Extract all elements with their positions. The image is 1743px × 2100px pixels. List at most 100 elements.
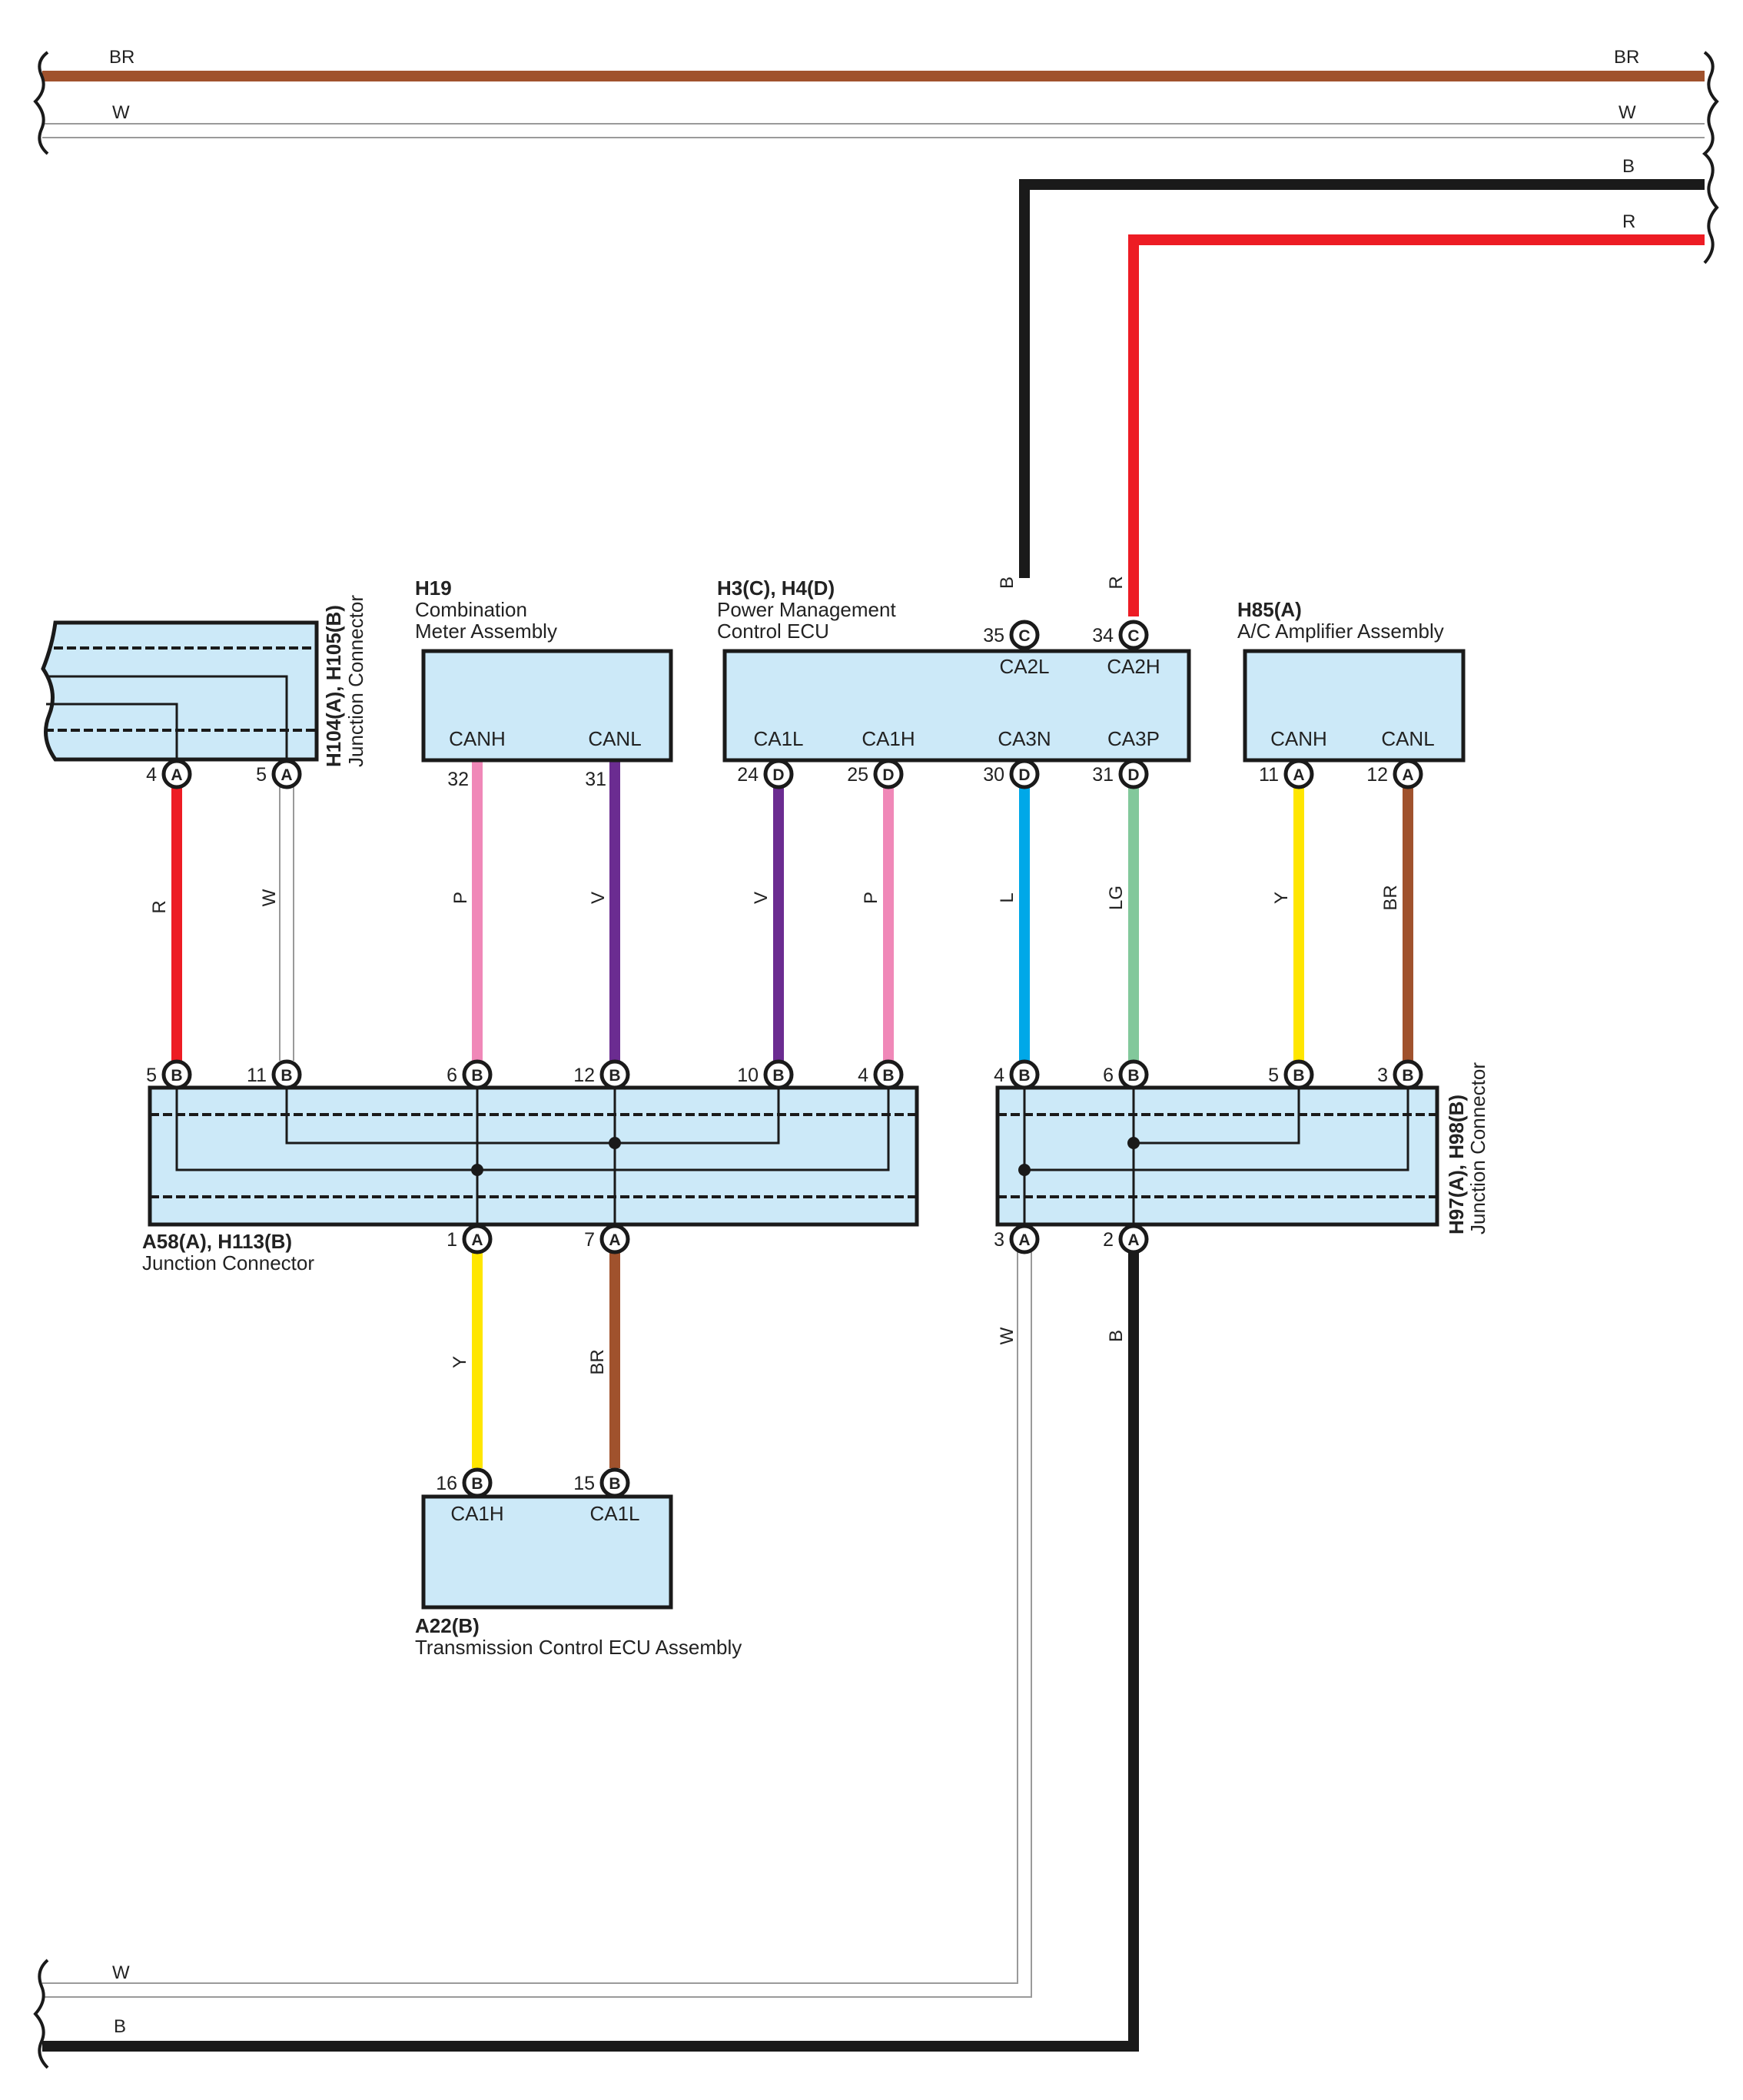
svg-text:31: 31	[1092, 764, 1114, 786]
component-h85: H85(A) A/C Amplifier Assembly CANH CANL	[1237, 598, 1466, 763]
svg-text:7: 7	[584, 1229, 595, 1251]
wire-label: B	[997, 577, 1018, 589]
svg-text:5: 5	[1268, 1065, 1279, 1086]
pin-marker: D24	[737, 759, 794, 789]
svg-text:11: 11	[247, 1065, 267, 1086]
pin-marker: C35	[983, 620, 1040, 650]
pin-marker: B5	[146, 1059, 192, 1090]
wire-label: Y	[450, 1356, 470, 1368]
svg-text:A: A	[1018, 1231, 1030, 1249]
h85-code: H85(A)	[1237, 598, 1302, 621]
h85-term-canh: CANH	[1270, 727, 1327, 750]
wire-label: B	[1106, 1330, 1127, 1342]
pin-marker: B3	[1377, 1059, 1423, 1090]
svg-text:B: B	[1293, 1067, 1304, 1085]
svg-text:A: A	[171, 766, 182, 784]
svg-text:5: 5	[146, 1065, 157, 1086]
svg-text:4: 4	[858, 1065, 868, 1086]
svg-text:B: B	[609, 1475, 620, 1493]
pin-marker: A3	[994, 1224, 1040, 1254]
wire-label: W	[997, 1327, 1018, 1344]
a58-internal-lower	[175, 1076, 890, 1171]
a58-name: Junction Connector	[142, 1251, 314, 1274]
svg-text:4: 4	[994, 1065, 1004, 1086]
svg-text:B: B	[281, 1067, 292, 1085]
svg-text:16: 16	[436, 1473, 457, 1494]
svg-text:B: B	[471, 1475, 483, 1493]
wire-label: BR	[587, 1349, 608, 1374]
wire-label: R	[1106, 576, 1127, 589]
svg-text:12: 12	[1366, 764, 1388, 786]
a58-box	[148, 1085, 919, 1227]
pin-marker: A4	[146, 759, 192, 789]
wire-label: Y	[1271, 892, 1292, 904]
h85-name: A/C Amplifier Assembly	[1237, 620, 1444, 643]
a58-splice-dot-1	[609, 1137, 621, 1149]
pins: A4 A5 32 31 D24 D25 D30 D31 C35 C34 A11 …	[146, 620, 1423, 1498]
bus-label-b-top: B	[1622, 156, 1635, 177]
h104-name: Junction Connector	[344, 595, 367, 767]
break-mark-top-right	[1702, 51, 1719, 264]
svg-text:4: 4	[146, 764, 157, 786]
h97-name: Junction Connector	[1466, 1062, 1489, 1234]
bus-b-top	[1019, 179, 1705, 578]
pin-marker: D30	[983, 759, 1040, 789]
h3-box	[722, 649, 1191, 763]
pin-marker: A5	[256, 759, 302, 789]
wire-label: L	[997, 892, 1018, 902]
svg-text:C: C	[1127, 627, 1139, 645]
pin-marker: B 10	[737, 1059, 794, 1090]
pin-marker: B5	[1268, 1059, 1314, 1090]
svg-text:6: 6	[1103, 1065, 1114, 1086]
svg-text:12: 12	[573, 1065, 595, 1086]
wire-label: P	[450, 892, 471, 904]
svg-text:24: 24	[737, 764, 759, 786]
svg-text:A: A	[1402, 766, 1413, 784]
top-bus: BR BR W W B R	[33, 47, 1719, 616]
pin-marker: A11	[1259, 759, 1314, 789]
svg-text:10: 10	[737, 1065, 759, 1086]
svg-text:A: A	[281, 766, 292, 784]
bus-label-w-right: W	[1618, 102, 1636, 123]
h19-box	[421, 649, 673, 763]
break-mark-bottom-left	[33, 1959, 49, 2069]
pin-marker: A1	[447, 1224, 493, 1254]
wire-label: V	[588, 892, 609, 904]
svg-text:C: C	[1018, 627, 1030, 645]
h104-internal-1	[48, 675, 288, 769]
svg-text:3: 3	[1377, 1065, 1388, 1086]
svg-text:B: B	[882, 1067, 894, 1085]
bus-label-br-left: BR	[109, 47, 134, 68]
svg-text:3: 3	[994, 1229, 1004, 1251]
svg-text:B: B	[171, 1067, 182, 1085]
h3-code: H3(C), H4(D)	[717, 577, 835, 600]
pin-marker: C34	[1092, 620, 1149, 650]
pin-marker: A2	[1103, 1224, 1149, 1254]
pin-marker: B 11	[247, 1059, 302, 1090]
pin-marker: D 25	[847, 759, 904, 789]
a58-code: A58(A), H113(B)	[142, 1230, 292, 1253]
svg-text:25: 25	[847, 764, 868, 786]
h104-internal-2	[46, 703, 178, 769]
svg-text:B: B	[609, 1067, 620, 1085]
break-mark-top-left	[33, 51, 49, 155]
h3-term-ca1l: CA1L	[753, 727, 803, 750]
h85-term-canl: CANL	[1381, 727, 1434, 750]
wire-label: R	[149, 900, 170, 913]
h3-term-ca2h: CA2H	[1107, 655, 1160, 678]
pin-marker: B6	[1103, 1059, 1149, 1090]
bus-label-b-bottom: B	[114, 2016, 126, 2037]
component-h104: H104(A), H105(B) Junction Connector	[41, 595, 367, 769]
svg-text:B: B	[772, 1067, 784, 1085]
svg-text:D: D	[882, 766, 894, 784]
wire-label: P	[861, 892, 881, 904]
wire-label: BR	[1380, 885, 1401, 910]
h3-term-ca3n: CA3N	[998, 727, 1051, 750]
pin-number: 32	[447, 769, 469, 790]
bus-b-bottom	[42, 1253, 1139, 2052]
bus-r-top	[1128, 234, 1705, 616]
svg-text:6: 6	[447, 1065, 457, 1086]
svg-text:B: B	[1127, 1067, 1139, 1085]
svg-text:11: 11	[1259, 764, 1279, 786]
